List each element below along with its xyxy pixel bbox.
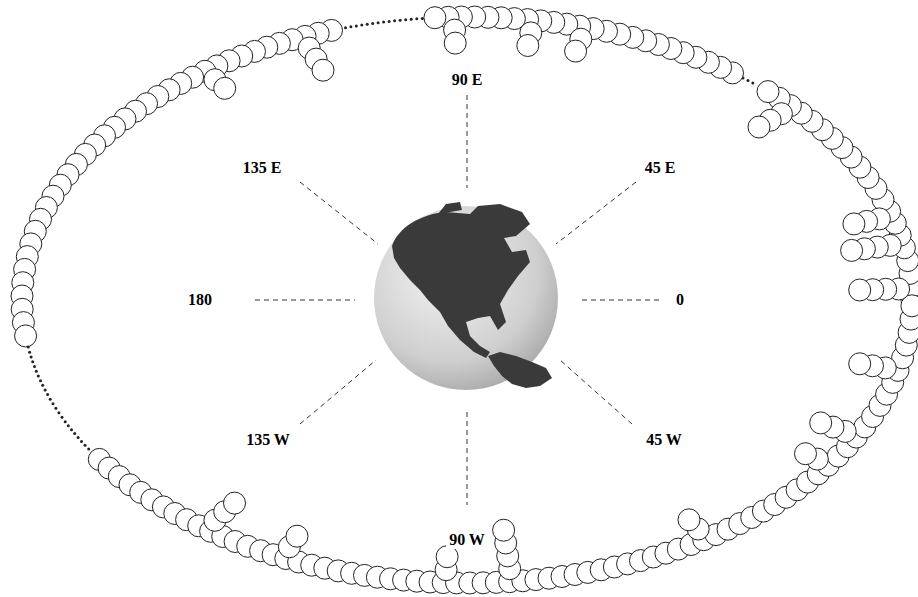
longitude-label: 90 E: [449, 71, 486, 89]
gap-dot: [52, 402, 55, 405]
gap-dot: [399, 19, 402, 22]
gap-dot: [377, 21, 380, 24]
gap-dot: [371, 22, 374, 25]
gap-dot: [751, 82, 754, 85]
gap-dot: [349, 25, 352, 28]
gap-dot: [28, 351, 31, 354]
satellite: [757, 81, 779, 103]
gap-dot: [388, 20, 391, 23]
satellite: [795, 443, 817, 465]
satellite: [843, 213, 865, 235]
gap-dot: [37, 375, 40, 378]
gap-dot: [77, 436, 80, 439]
gap-dot: [80, 440, 83, 443]
satellite: [444, 32, 466, 54]
satellite: [424, 7, 446, 29]
gap-dot: [360, 24, 363, 27]
gap-dot: [355, 24, 358, 27]
satellite-circles: [11, 6, 918, 594]
satellite: [493, 519, 515, 541]
gap-dot: [35, 370, 38, 373]
gap-dot: [382, 21, 385, 24]
satellite: [841, 239, 863, 261]
longitude-label: 90 W: [446, 531, 488, 549]
satellite: [849, 279, 871, 301]
gap-dot: [84, 444, 87, 447]
gap-dot: [27, 345, 30, 348]
gap-dot: [404, 18, 407, 21]
gap-dot: [31, 360, 34, 363]
longitude-label: 135 E: [240, 159, 285, 177]
gap-dot: [73, 432, 76, 435]
gap-dot: [747, 79, 750, 82]
gap-dot: [44, 389, 47, 392]
gap-dot: [70, 428, 73, 431]
satellite: [15, 325, 37, 347]
gap-dot: [49, 398, 52, 401]
longitude-label: 135 W: [243, 431, 293, 449]
gap-dot: [61, 416, 64, 419]
leader-lines: [255, 95, 660, 505]
satellite: [214, 77, 236, 99]
satellite: [286, 525, 308, 547]
satellite: [436, 546, 458, 568]
satellite: [849, 353, 871, 375]
satellite: [565, 40, 587, 62]
longitude-label: 45 W: [643, 431, 685, 449]
globe: [374, 202, 558, 390]
gap-dot: [87, 448, 90, 451]
gap-dot: [421, 17, 424, 20]
gap-dot: [33, 365, 36, 368]
satellite: [748, 116, 770, 138]
gap-dot: [64, 420, 67, 423]
gap-dot: [410, 18, 413, 21]
satellite: [678, 509, 700, 531]
satellite: [224, 492, 246, 514]
gap-dot: [41, 384, 44, 387]
gap-dot: [39, 379, 42, 382]
gap-dot: [57, 411, 60, 414]
longitude-label: 45 E: [642, 159, 679, 177]
gap-dot: [46, 393, 49, 396]
gap-dot: [393, 19, 396, 22]
satellite: [517, 35, 539, 57]
longitude-label: 0: [673, 291, 687, 309]
gap-dot: [366, 23, 369, 26]
gap-dot: [415, 17, 418, 20]
satellite: [312, 59, 334, 81]
gap-dot: [30, 356, 33, 359]
gap-dot: [67, 424, 70, 427]
longitude-label: 180: [185, 291, 215, 309]
gap-dot: [344, 26, 347, 29]
satellite: [810, 412, 832, 434]
gap-dot: [54, 407, 57, 410]
